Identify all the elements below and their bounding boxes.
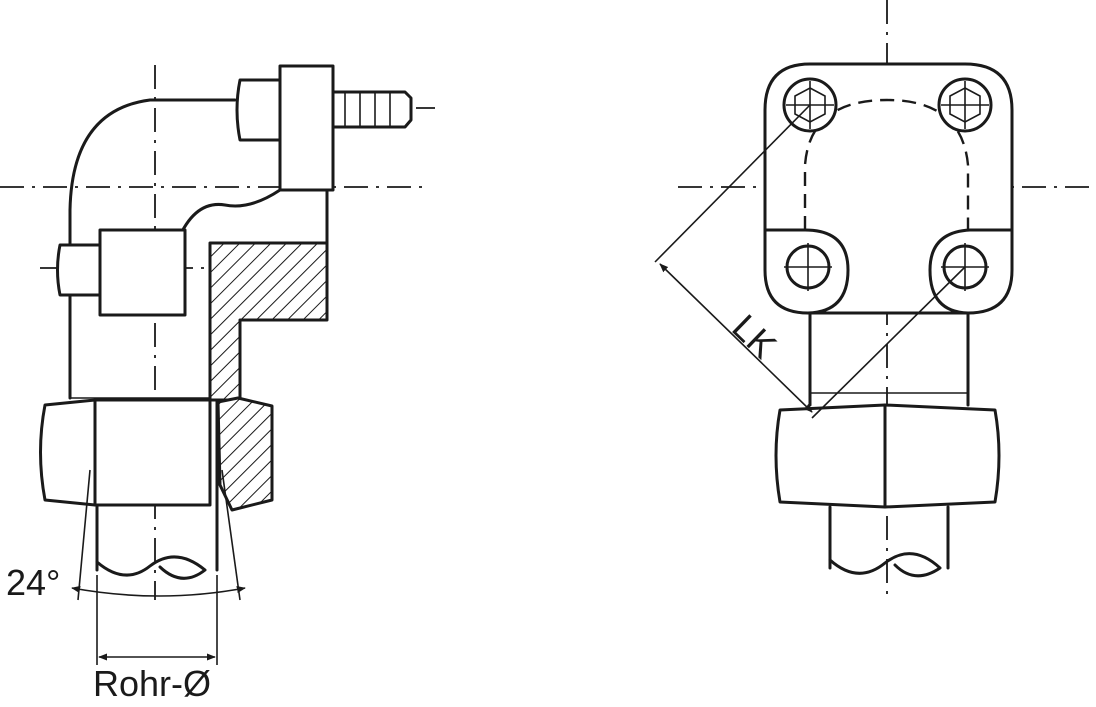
pipe: [95, 398, 219, 572]
lower-bolt: [56, 243, 102, 297]
cutout-right: [928, 228, 1014, 315]
bolt-circle-line: [811, 266, 966, 419]
union-nut: [39, 398, 212, 507]
angle-label: 24°: [6, 562, 60, 603]
front-pipe: [828, 505, 950, 570]
side-view: 24° Rohr-Ø: [0, 64, 435, 704]
angle-arc: [71, 585, 246, 597]
cone-line-left: [77, 469, 91, 601]
front-pipe-break: [828, 552, 942, 578]
section-hatch-flange: [208, 241, 329, 402]
cone-line-right: [221, 469, 241, 601]
stud-thread-lines: [344, 92, 391, 127]
front-union-nut: [774, 403, 1001, 509]
cutout-left: [763, 228, 850, 315]
pipe-break-curve: [95, 555, 207, 580]
flange-plate: [278, 64, 335, 192]
hidden-bore: [803, 98, 970, 230]
section-hatch-nut: [216, 396, 274, 512]
bolt-circle-dimension: [659, 263, 813, 413]
bolt-hole-top-right: [937, 77, 993, 133]
lower-bolt-head: [98, 228, 187, 317]
upper-bolt-head: [235, 78, 282, 142]
front-view: LK: [654, 0, 1096, 600]
bolt-circle-label: LK: [724, 306, 784, 366]
pipe-diameter-label: Rohr-Ø: [93, 663, 211, 704]
threaded-stud: [331, 90, 413, 129]
bolt-circle-extension: [654, 104, 811, 263]
elbow-body: [68, 80, 282, 400]
front-neck: [808, 311, 970, 407]
